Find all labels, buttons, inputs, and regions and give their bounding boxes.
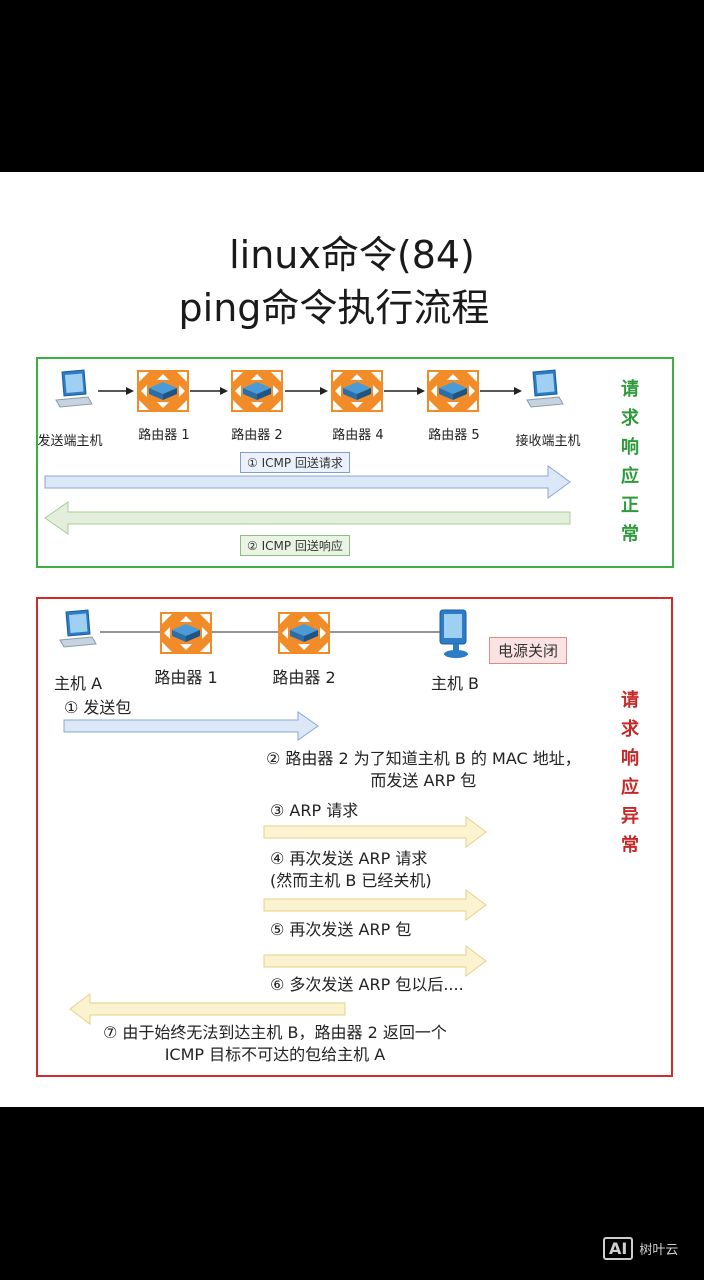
watermark: AI 树叶云 [603,1237,678,1260]
arp-retry-arrow-1 [263,889,487,921]
router-4-label: 路由器 4 [332,428,384,443]
icmp-reply-label: ② ICMP 回送响应 [240,535,350,556]
send-packet-arrow [63,711,319,741]
abnormal-flow-panel [36,597,673,1077]
step-5-text: ⑤ 再次发送 ARP 包 [270,920,412,939]
icmp-reply-arrow [44,501,571,535]
normal-side-label: 请 求 响 应 正 常 [621,379,639,545]
router-1-icon [137,370,189,412]
host-b-monitor-icon [439,609,469,659]
step-1-text: ① 发送包 [64,698,132,717]
abn-router-1-icon [160,612,212,654]
router-2-icon [231,370,283,412]
page-subtitle: ping命令执行流程 [178,286,490,330]
normal-flow-panel [36,357,674,568]
router-1-label: 路由器 1 [138,428,190,443]
normal-connections [98,387,522,395]
step-4-text: ④ 再次发送 ARP 请求 (然而主机 B 已经关机) [270,849,432,890]
icmp-unreachable-arrow [69,993,346,1025]
receiver-host-icon [526,369,564,408]
router-2-label: 路由器 2 [231,428,283,443]
host-b-label: 主机 B [430,674,480,693]
sender-host-label: 发送端主机 [37,434,103,449]
abnormal-side-label: 请 求 响 应 异 常 [621,690,639,856]
watermark-text: 树叶云 [639,1243,679,1258]
arp-retry-arrow-2 [263,945,487,977]
receiver-host-label: 接收端主机 [515,434,581,449]
icmp-request-arrow [44,465,571,499]
sender-host-icon [55,369,93,408]
router-4-icon [331,370,383,412]
router-5-label: 路由器 5 [428,428,480,443]
step-7-text: ⑦ 由于始终无法到达主机 B，路由器 2 返回一个 ICMP 目标不可达的包给主… [103,1023,447,1064]
content-sheet [0,172,704,1107]
watermark-badge: AI [603,1237,634,1260]
power-off-badge: 电源关闭 [489,637,568,664]
icmp-request-label: ① ICMP 回送请求 [240,452,350,473]
host-a-label: 主机 A [53,674,103,693]
abn-router-2-label: 路由器 2 [272,668,336,687]
step-6-text: ⑥ 多次发送 ARP 包以后.... [270,975,464,994]
abn-router-2-icon [278,612,330,654]
arp-request-arrow [263,816,487,848]
step-3-text: ③ ARP 请求 [270,801,359,820]
abn-router-1-label: 路由器 1 [154,668,218,687]
router-5-icon [427,370,479,412]
page-title: linux命令(84) [229,233,475,277]
step-2-text: ② 路由器 2 为了知道主机 B 的 MAC 地址， 而发送 ARP 包 [266,749,581,790]
host-a-icon [59,609,97,648]
